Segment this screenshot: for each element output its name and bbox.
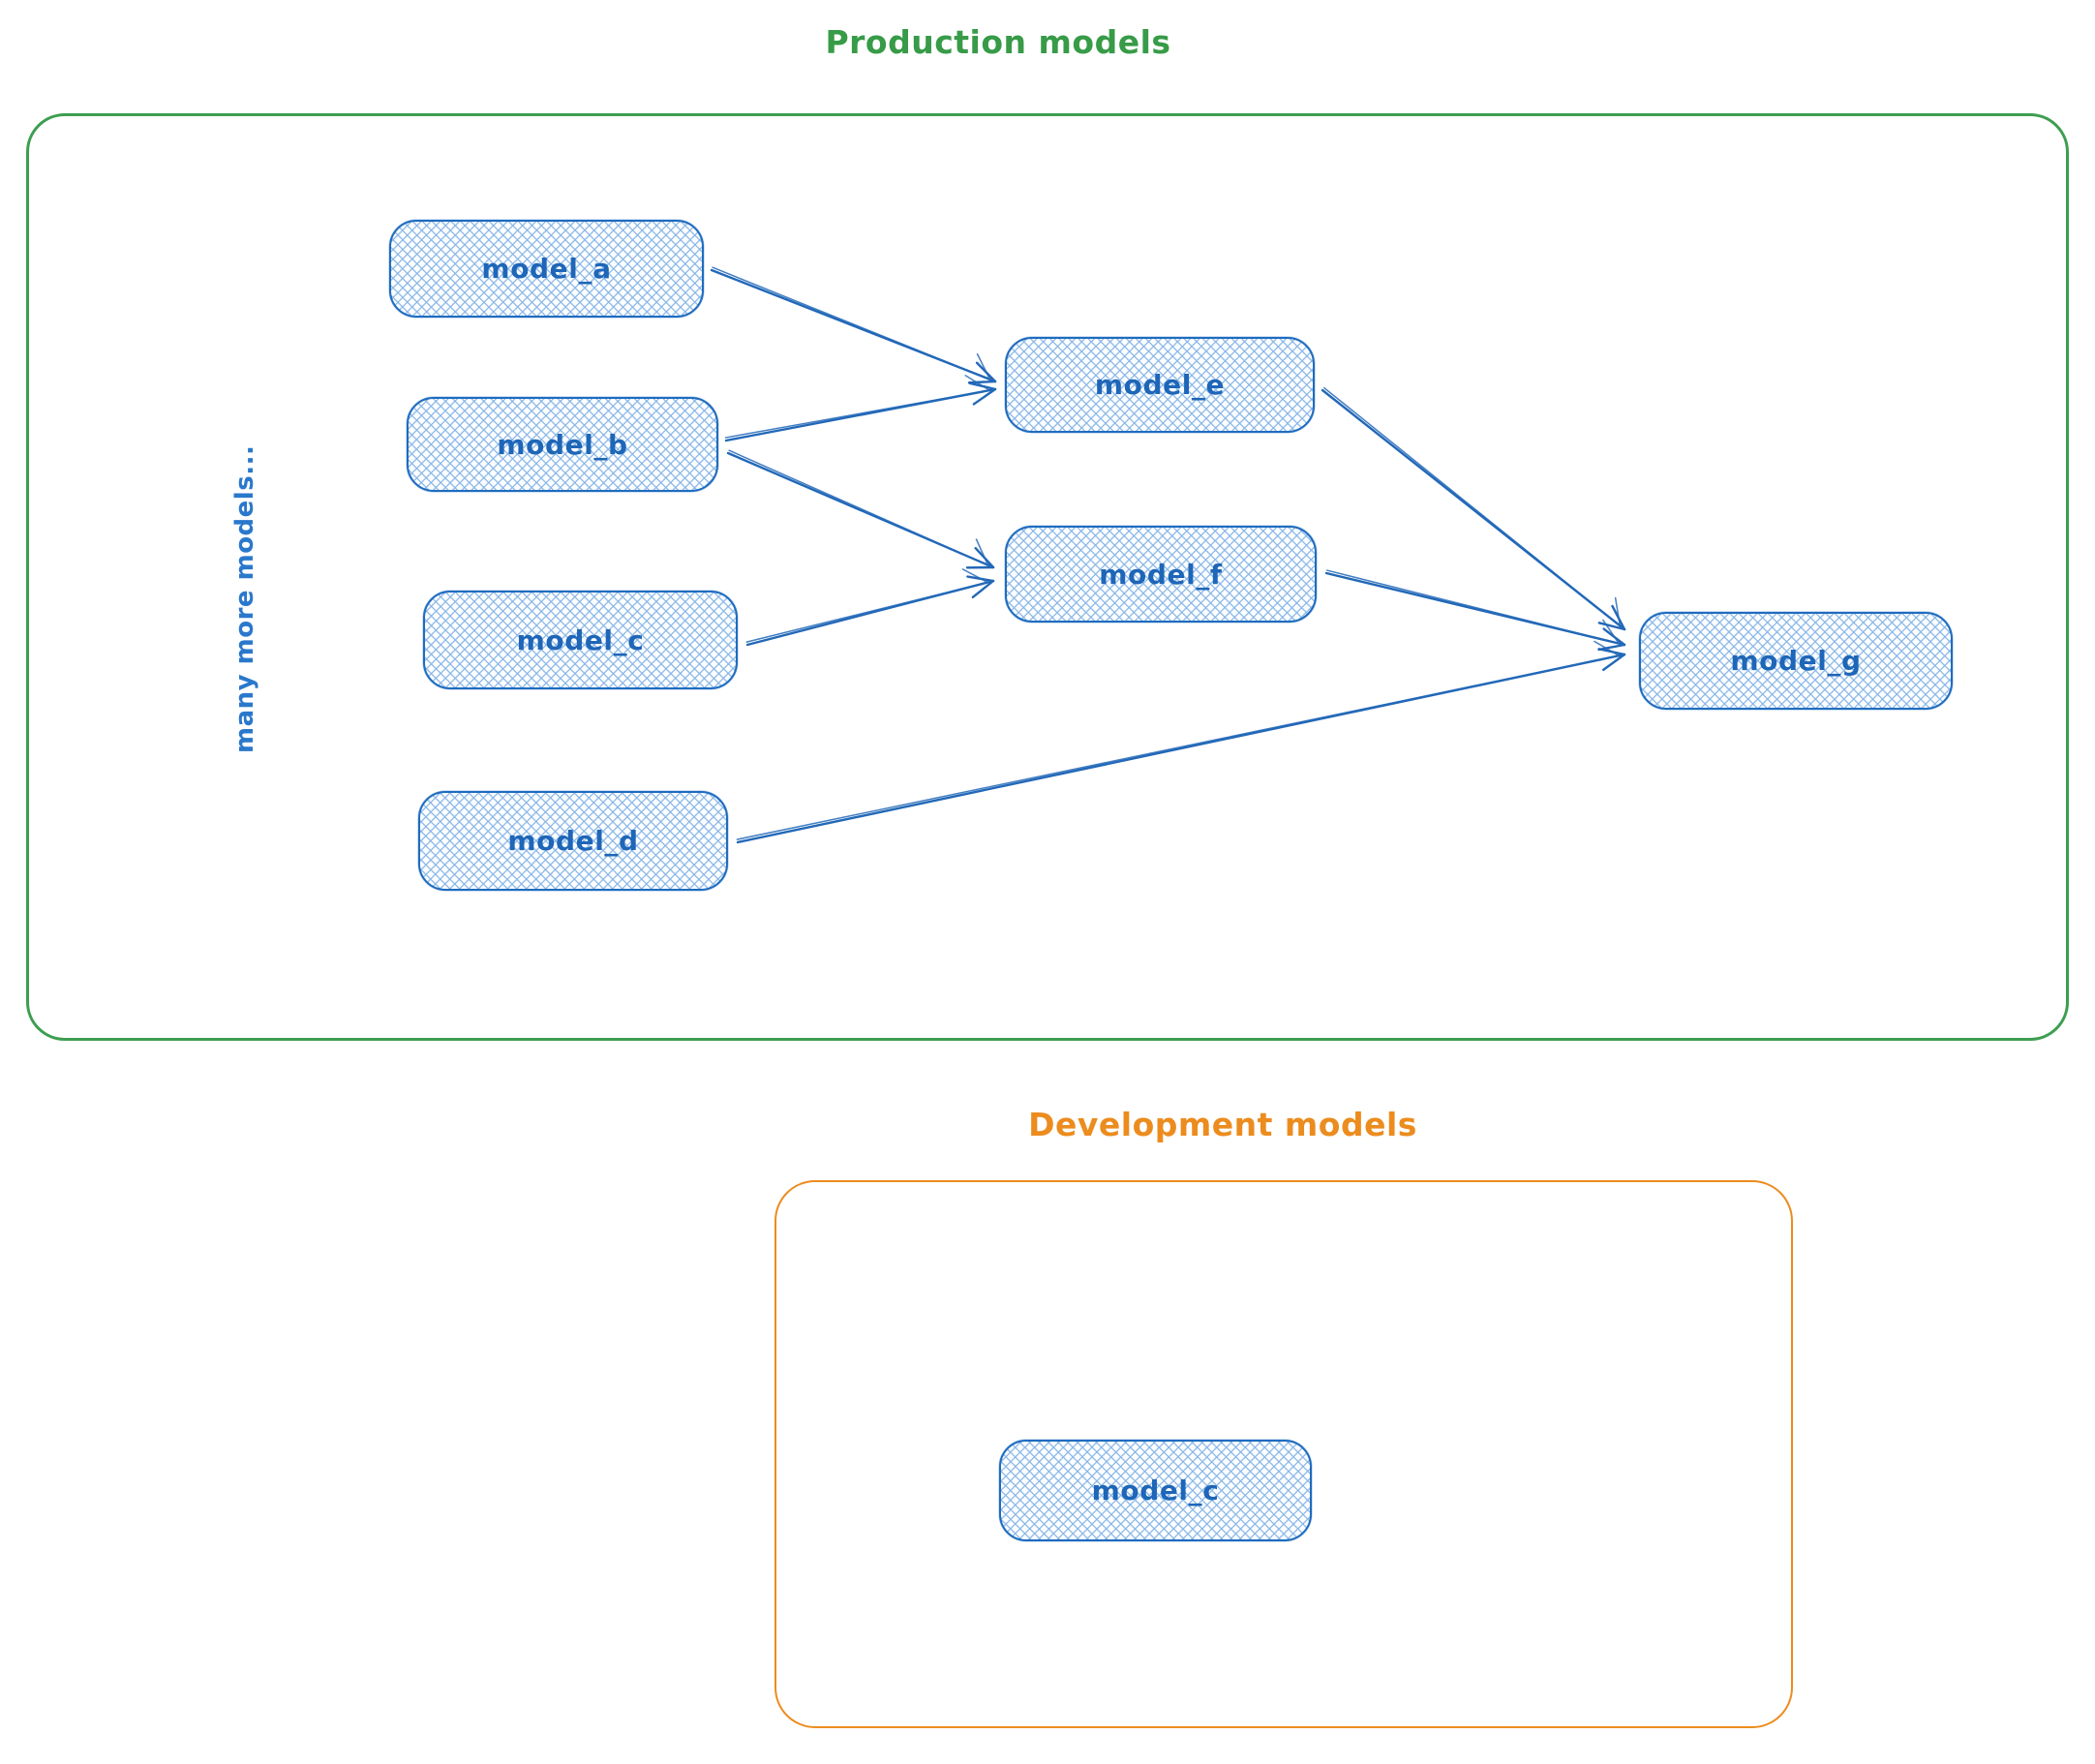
node-model-c-label: model_c (516, 623, 645, 656)
node-model-g: model_g (1639, 612, 1953, 710)
node-dev-model-c-label: model_c (1091, 1475, 1220, 1506)
node-model-f-label: model_f (1099, 558, 1223, 591)
node-model-c: model_c (423, 591, 738, 689)
development-group-title: Development models (1028, 1106, 1417, 1143)
node-model-e: model_e (1005, 337, 1315, 433)
node-model-a: model_a (389, 220, 704, 318)
development-group-frame (774, 1180, 1793, 1728)
node-dev-model-c: model_c (999, 1440, 1312, 1541)
production-group-title: Production models (825, 23, 1171, 61)
node-model-e-label: model_e (1094, 369, 1226, 401)
node-model-d: model_d (418, 791, 728, 891)
node-model-b: model_b (407, 397, 718, 492)
node-model-b-label: model_b (497, 428, 628, 461)
node-model-f: model_f (1005, 526, 1317, 623)
node-model-g-label: model_g (1730, 645, 1862, 677)
production-group-frame (26, 113, 2069, 1041)
many-more-models-note: many more models... (230, 444, 259, 753)
node-model-d-label: model_d (507, 825, 639, 857)
node-model-a-label: model_a (481, 253, 612, 285)
